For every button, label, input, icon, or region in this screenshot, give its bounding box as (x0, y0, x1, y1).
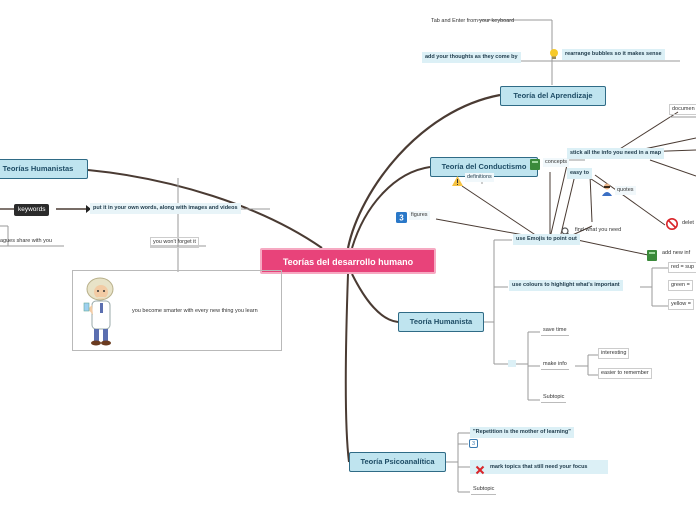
lightbulb-icon (548, 47, 560, 65)
subtopic-green[interactable]: green = (668, 280, 693, 291)
subtopic-psico-subtopic[interactable]: Subtopic (471, 485, 497, 495)
branch-conductismo (351, 166, 431, 249)
mark-topics-bubble[interactable] (470, 460, 608, 474)
book-icon (530, 157, 540, 175)
subtopic-quotes[interactable]: quotes (615, 186, 636, 195)
subtopic-yellow[interactable]: yellow = (668, 299, 695, 310)
subtopic-repetition[interactable]: "Repetition is the mother of learning" (470, 427, 574, 438)
question-badge-icon[interactable]: 3 (469, 439, 478, 448)
subtopic-interesting[interactable]: interesting (598, 348, 630, 359)
subtopic-rearrange[interactable]: rearrange bubbles so it makes sense (562, 49, 665, 60)
book-icon (647, 248, 657, 266)
subtopic-colleagues[interactable]: agues share with you (0, 238, 52, 244)
number-3-icon: 3 (396, 210, 407, 228)
subtopic-red[interactable]: red = sup (668, 262, 696, 273)
warning-icon (452, 173, 463, 191)
subtopic-easier[interactable]: easier to remember (598, 368, 652, 379)
subtopic-use-colours[interactable]: use colours to highlight what's importan… (509, 280, 623, 291)
topic-humanistas-left[interactable]: Teorías Humanistas (0, 159, 88, 179)
cross-mark-icon (475, 462, 485, 480)
image-note-box[interactable] (72, 270, 282, 351)
person-icon (601, 183, 613, 201)
subtopic-delete[interactable]: delet (682, 220, 694, 226)
branch-humanista (351, 273, 399, 323)
subtopic-easy-to[interactable]: easy to (567, 168, 592, 179)
branch-aprendizaje (346, 93, 501, 249)
subtopic-mark-topics[interactable]: mark topics that still need your focus (490, 464, 588, 470)
empty-topic-bubble[interactable] (508, 360, 516, 367)
subtopic-definitions[interactable]: definitions (465, 173, 494, 182)
subtopic-add-new-info[interactable]: add new inf (662, 250, 691, 256)
branch-humanistas-left (87, 169, 323, 249)
branch-psicoanalitica (344, 273, 350, 463)
subtopic-concepts[interactable]: concepts (543, 158, 570, 167)
topic-humanista[interactable]: Teoría Humanista (398, 312, 484, 332)
subtopic-keywords[interactable]: keywords (14, 204, 50, 216)
subtopic-figures[interactable]: figures (409, 211, 430, 220)
subtopic-smarter[interactable]: you become smarter with every new thing … (132, 308, 258, 314)
topic-aprendizaje[interactable]: Teoría del Aprendizaje (500, 86, 606, 106)
subtopic-stick-all[interactable]: stick all the info you need in a map (567, 148, 665, 159)
subtopic-find-what[interactable]: find what you need (575, 227, 622, 233)
central-topic[interactable]: Teorías del desarrollo humano (260, 248, 436, 274)
professor-image (80, 275, 128, 352)
topic-psicoanalitica[interactable]: Teoría Psicoanalítica (349, 452, 446, 472)
subtopic-tab-enter[interactable]: Tab and Enter from your keyboard (431, 18, 515, 24)
svg-text:3: 3 (399, 214, 404, 223)
subtopic-add-thoughts[interactable]: add your thoughts as they come by (422, 52, 521, 63)
subtopic-save-time[interactable]: save time (541, 326, 569, 336)
subtopic-use-emojis[interactable]: use Emojis to point out (513, 234, 580, 245)
subtopic-own-words[interactable]: put it in your own words, along with ima… (90, 203, 241, 214)
subtopic-humanista-subtopic[interactable]: Subtopic (541, 393, 567, 403)
subtopic-make-info[interactable]: make info (541, 360, 569, 370)
no-entry-icon (666, 217, 678, 235)
subtopic-wont-forget[interactable]: you won't forget it (150, 237, 199, 248)
subtopic-document[interactable]: documen (669, 104, 696, 115)
